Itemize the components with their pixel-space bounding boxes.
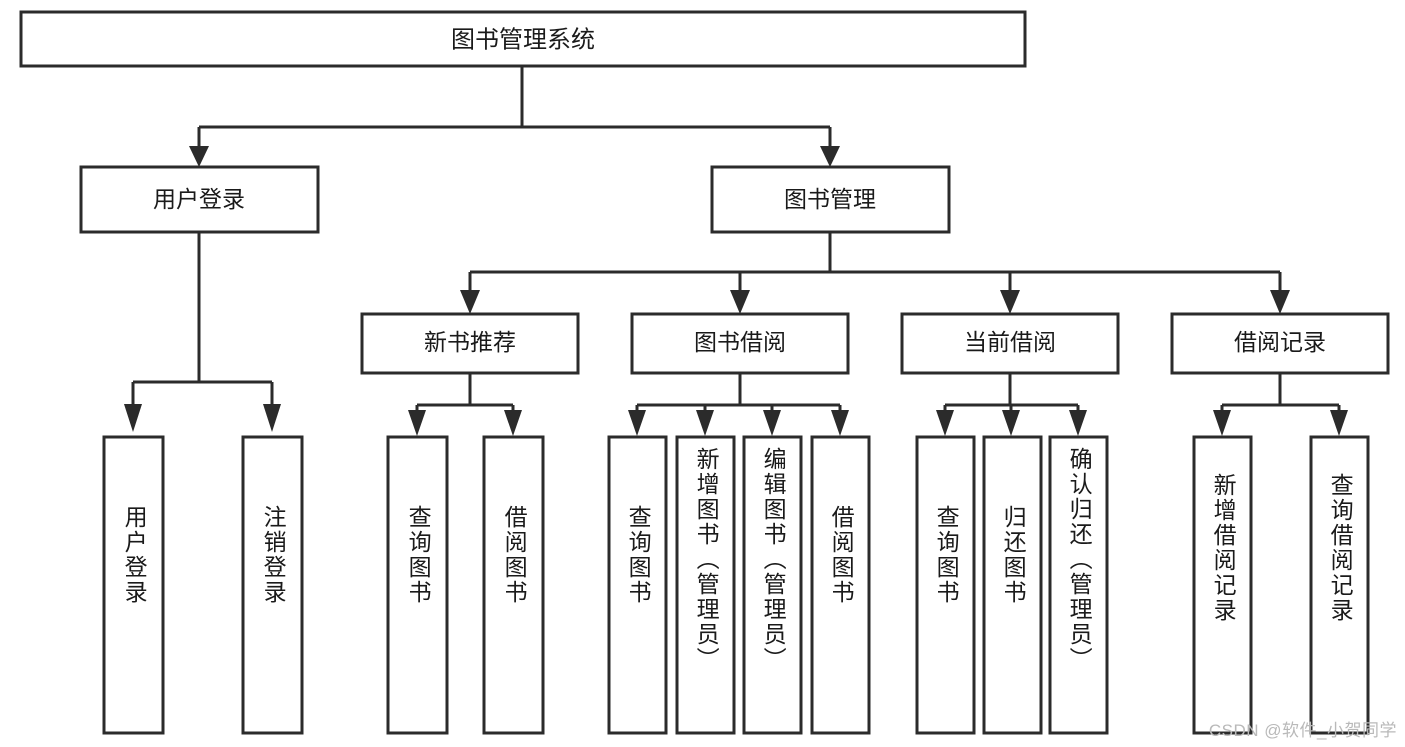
arrow-leaf-br-2 (1330, 410, 1348, 436)
leaf-box-cb-confirm[interactable] (1048, 435, 1109, 735)
arrow-to-user-login (189, 146, 209, 167)
leaf-box-newbook-borrow[interactable] (482, 435, 545, 735)
leaf-box-br-add[interactable] (1192, 435, 1253, 735)
arrow-leaf-bb-1 (628, 410, 646, 436)
node-book-management-label: 图书管理 (784, 186, 876, 212)
arrow-leaf-cb-1 (936, 410, 954, 436)
arrow-to-book-borrow (730, 290, 750, 314)
node-current-borrow-box[interactable] (900, 312, 1120, 375)
arrow-leaf-br-1 (1213, 410, 1231, 436)
node-new-book-label: 新书推荐 (424, 329, 516, 355)
nodes-group: 图书管理系统 用户登录 图书管理 新书推荐 图书借阅 当前借阅 借阅记录 (19, 10, 1390, 735)
node-root-label: 图书管理系统 (451, 26, 595, 53)
arrow-to-book-mgmt (820, 146, 840, 167)
arrow-leaf-newbook-query (408, 410, 426, 436)
leaf-box-bb-add[interactable] (675, 435, 736, 735)
watermark-text: CSDN @软件_小贺同学 (1208, 721, 1397, 740)
arrow-leaf-cb-3 (1069, 410, 1087, 436)
leaf-box-user-login[interactable] (102, 435, 165, 735)
node-borrow-record-label: 借阅记录 (1234, 329, 1326, 355)
arrow-leaf-logout (263, 404, 281, 432)
node-borrow-record-box[interactable] (1170, 312, 1390, 375)
arrow-leaf-bb-2 (696, 410, 714, 436)
node-current-borrow-label: 当前借阅 (964, 329, 1056, 355)
node-new-book-box[interactable] (360, 312, 580, 375)
arrow-leaf-bb-4 (831, 410, 849, 436)
leaf-box-bb-edit[interactable] (742, 435, 803, 735)
node-user-login-box[interactable] (79, 165, 320, 234)
arrow-leaf-bb-3 (763, 410, 781, 436)
leaf-box-logout[interactable] (241, 435, 304, 735)
node-root-box[interactable] (19, 10, 1027, 68)
leaf-box-cb-query[interactable] (915, 435, 976, 735)
edges-group (124, 66, 1348, 436)
node-book-borrow-box[interactable] (630, 312, 850, 375)
arrow-leaf-cb-2 (1002, 410, 1020, 436)
arrow-to-current-borrow (1000, 290, 1020, 314)
node-user-login-label: 用户登录 (153, 186, 245, 212)
arrow-to-borrow-record (1270, 290, 1290, 314)
arrow-to-new-book (460, 290, 480, 314)
node-book-management-box[interactable] (710, 165, 951, 234)
leaf-box-cb-return[interactable] (982, 435, 1043, 735)
leaf-box-br-query[interactable] (1309, 435, 1370, 735)
arrow-leaf-user-login (124, 404, 142, 432)
arrow-leaf-newbook-borrow (504, 410, 522, 436)
leaf-box-newbook-query[interactable] (386, 435, 449, 735)
node-book-borrow-label: 图书借阅 (694, 329, 786, 355)
leaf-box-bb-borrow[interactable] (810, 435, 871, 735)
leaf-box-bb-query[interactable] (607, 435, 668, 735)
